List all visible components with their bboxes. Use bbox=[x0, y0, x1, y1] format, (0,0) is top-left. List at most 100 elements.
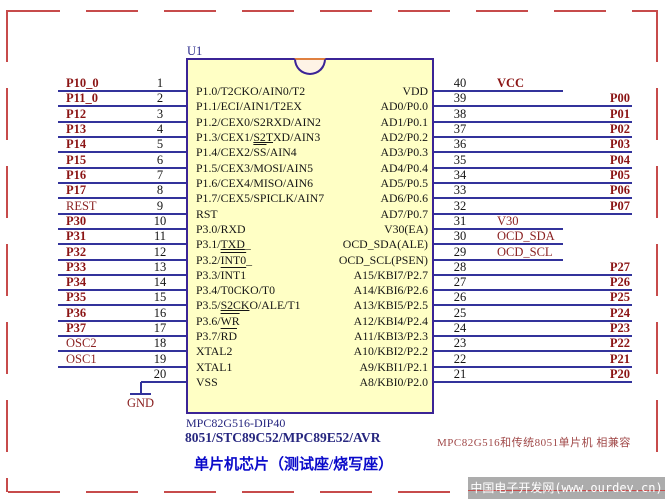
pin-wire bbox=[58, 259, 186, 261]
pin-number: 17 bbox=[153, 321, 167, 335]
pin-name: P1.2/CEX0/S2RXD/AIN2 bbox=[196, 115, 321, 129]
pin-wire bbox=[434, 304, 632, 306]
pin-name: OCD_SDA(ALE) bbox=[280, 237, 428, 251]
watermark-underline bbox=[468, 490, 665, 491]
net-label: P24 bbox=[609, 306, 630, 320]
pin-name: A14/KBI6/P2.6 bbox=[280, 283, 428, 297]
pin-wire bbox=[58, 197, 186, 199]
reference-designator: U1 bbox=[187, 44, 203, 58]
pin-name-segment: P3.2/ bbox=[196, 253, 221, 267]
pin-name: VDD bbox=[280, 84, 428, 98]
pin-wire bbox=[434, 213, 632, 215]
pin-name: AD1/P0.1 bbox=[280, 115, 428, 129]
pin-name: P3.6/WR bbox=[196, 314, 240, 328]
pin-wire bbox=[58, 105, 186, 107]
pin-name-segment: P1.1/ECI/AIN1/T2EX bbox=[196, 99, 302, 113]
pin-name-segment: _ bbox=[244, 237, 251, 251]
gnd-symbol-icon bbox=[130, 393, 151, 395]
pin-name-segment: S2CK bbox=[220, 298, 250, 312]
pin-number: 1 bbox=[156, 76, 164, 90]
pin-name: AD3/P0.3 bbox=[280, 145, 428, 159]
pin-name-segment: P1.3/CEX1/ bbox=[196, 130, 254, 144]
pin-name: OCD_SCL(PSEN) bbox=[280, 253, 428, 267]
pin-number: 9 bbox=[156, 199, 164, 213]
pin-wire bbox=[58, 320, 186, 322]
pin-number: 10 bbox=[153, 214, 167, 228]
pin-name-segment: AD4/P0.4 bbox=[380, 161, 428, 175]
net-label: P15 bbox=[66, 153, 87, 167]
net-label: OSC2 bbox=[66, 336, 97, 350]
pin-name-segment: AD2/P0.2 bbox=[380, 130, 428, 144]
net-label: P01 bbox=[609, 107, 630, 121]
net-label: P22 bbox=[609, 336, 630, 350]
pin-name: A10/KBI2/P2.2 bbox=[280, 344, 428, 358]
pin-name: P1.6/CEX4/MISO/AIN6 bbox=[196, 176, 313, 190]
pin-name: XTAL2 bbox=[196, 344, 232, 358]
pin-name-segment: RST bbox=[196, 207, 218, 221]
pin-wire bbox=[434, 243, 563, 245]
pin-name-segment: XTAL1 bbox=[196, 360, 233, 374]
pin-name: AD6/P0.6 bbox=[280, 191, 428, 205]
pin-number: 36 bbox=[453, 137, 467, 151]
pin-name-segment: AD6/P0.6 bbox=[380, 191, 428, 205]
net-label: P14 bbox=[66, 137, 87, 151]
pin-number: 31 bbox=[453, 214, 467, 228]
net-label: P32 bbox=[66, 245, 87, 259]
net-label: P07 bbox=[609, 199, 630, 213]
net-label: VCC bbox=[497, 76, 525, 90]
pin-name-segment: P1.2/CEX0/S2RXD/AIN2 bbox=[196, 115, 321, 129]
pin-number: 12 bbox=[153, 245, 167, 259]
net-label: P20 bbox=[609, 367, 630, 381]
net-label: P37 bbox=[66, 321, 87, 335]
pin-name-segment: P1.5/CEX3/MOSI/AIN5 bbox=[196, 161, 313, 175]
pin-wire bbox=[58, 335, 186, 337]
pin-name-segment: VDD bbox=[402, 84, 428, 98]
pin-name-segment: _ bbox=[246, 253, 253, 267]
pin-name: P1.5/CEX3/MOSI/AIN5 bbox=[196, 161, 313, 175]
pin-wire bbox=[434, 381, 632, 383]
pin-name-segment: P3.1/ bbox=[196, 237, 221, 251]
pin-name: RST bbox=[196, 207, 218, 221]
mcu-chip-body bbox=[186, 58, 434, 414]
pin-number: 4 bbox=[156, 122, 164, 136]
pin-wire bbox=[58, 167, 186, 169]
pin-name-segment: INT1 bbox=[220, 268, 247, 282]
pin-wire bbox=[434, 151, 632, 153]
pin-name: A13/KBI5/P2.5 bbox=[280, 298, 428, 312]
pin-number: 20 bbox=[153, 367, 167, 381]
pin-name: A12/KBI4/P2.4 bbox=[280, 314, 428, 328]
pin-name: P3.2/INT0_ bbox=[196, 253, 252, 267]
net-label: P16 bbox=[66, 168, 87, 182]
pin-name-segment: VSS bbox=[196, 375, 218, 389]
sheet-border-right bbox=[656, 10, 658, 492]
pin-name-segment: AD7/P0.7 bbox=[380, 207, 428, 221]
pin-name: P1.7/CEX5/SPICLK/AIN7 bbox=[196, 191, 324, 205]
pin-number: 13 bbox=[153, 260, 167, 274]
net-label: P25 bbox=[609, 290, 630, 304]
part-number: MPC82G516-DIP40 bbox=[186, 416, 286, 430]
watermark-text: 中国电子开发网(www.ourdev.cn) bbox=[470, 481, 663, 495]
pin-name: XTAL1 bbox=[196, 360, 232, 374]
pin-name-segment: OCD_SCL(PSEN) bbox=[338, 253, 428, 267]
net-label: P30 bbox=[66, 214, 87, 228]
pin-wire bbox=[434, 121, 632, 123]
net-label: V30 bbox=[497, 214, 519, 228]
gnd-label: GND bbox=[126, 396, 155, 410]
pin-number: 16 bbox=[153, 306, 167, 320]
pin-wire bbox=[434, 274, 632, 276]
pin-number: 38 bbox=[453, 107, 467, 121]
pin-wire bbox=[434, 259, 563, 261]
pin-name: AD4/P0.4 bbox=[280, 161, 428, 175]
pin-name-segment: WR bbox=[220, 314, 240, 328]
pin-name-segment: XTAL2 bbox=[196, 344, 233, 358]
pin-wire bbox=[58, 350, 186, 352]
net-label: P13 bbox=[66, 122, 87, 136]
pin-number: 6 bbox=[156, 153, 164, 167]
pin-number: 5 bbox=[156, 137, 164, 151]
pin-wire bbox=[141, 381, 186, 383]
pin-name-segment: V30(EA) bbox=[384, 222, 428, 236]
pin-number: 3 bbox=[156, 107, 164, 121]
pin-number: 37 bbox=[453, 122, 467, 136]
